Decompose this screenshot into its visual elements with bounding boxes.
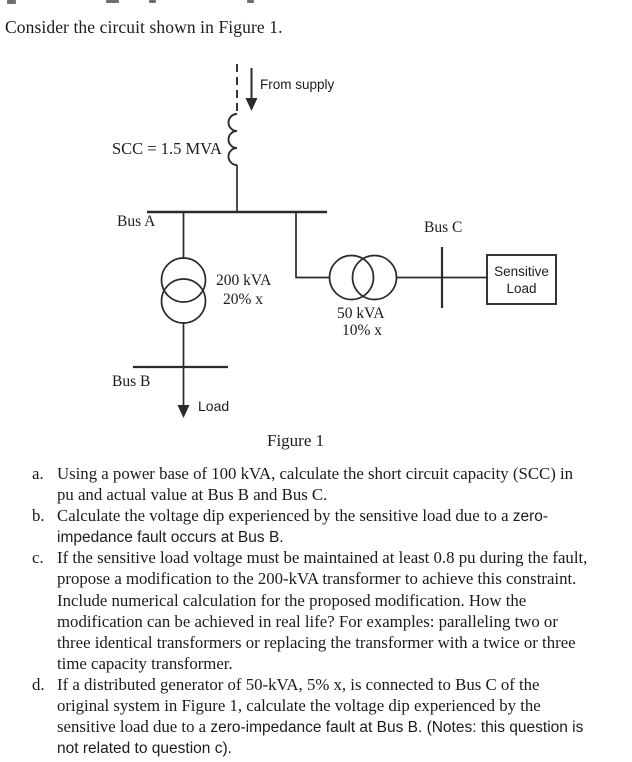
question-a-line-2: pu and actual value at Bus B and Bus C.: [57, 485, 328, 505]
clipped-text-fragment: [247, 0, 254, 3]
load-label: Load: [198, 398, 230, 414]
question-a-marker: a.: [32, 464, 44, 483]
intro-text: Consider the circuit shown in Figure 1.: [5, 17, 283, 37]
sensitive-load-text: Sensitive Load: [487, 255, 556, 304]
from-supply-label: From supply: [260, 77, 335, 92]
question-b-line-1: b. Calculate the voltage dip experienced…: [32, 506, 549, 526]
question-c-line-1: c. If the sensitive load voltage must be…: [32, 548, 588, 568]
question-d-line-1: d. If a distributed generator of 50-kVA,…: [32, 674, 540, 694]
question-c-line-4: modification can be achieved in real lif…: [57, 611, 558, 631]
sensitive-load-text-line2: Load: [506, 280, 537, 296]
transformer1-primary-circle: [160, 257, 207, 303]
transformer2-impedance-label: 10% x: [342, 322, 383, 339]
supply-arrowhead-icon: [245, 98, 258, 111]
figure-caption: Figure 1: [267, 431, 325, 450]
sensitive-load-text-line1: Sensitive: [494, 263, 549, 279]
clipped-text-fragment: [106, 0, 119, 3]
question-c-line-3: Include numerical calculation for the pr…: [57, 590, 527, 610]
transformer1-impedance-label: 20% x: [223, 291, 264, 308]
question-c-line-5: three identical transformers or replacin…: [57, 632, 576, 652]
transformer2-secondary-circle: [351, 254, 398, 301]
question-c-marker: c.: [32, 548, 44, 568]
question-b-line-2: impedance fault occurs at Bus B.: [57, 529, 284, 547]
transformer1-rating-label: 200 kVA: [216, 272, 272, 289]
bus-c-label: Bus C: [424, 219, 463, 236]
question-list: a. Using a power base of 100 kVA, calcul…: [32, 463, 628, 758]
question-b-marker: b.: [32, 506, 45, 526]
clipped-text-fragment: [149, 0, 156, 3]
source-inductor-coil: [227, 113, 238, 166]
transformer2-primary-circle: [328, 254, 375, 301]
question-d-marker: d.: [32, 674, 45, 694]
question-d-line-2: original system in Figure 1, calculate t…: [57, 696, 541, 716]
bus-a-label: Bus A: [117, 213, 156, 230]
question-d-line-3: sensitive load due to a zero-impedance f…: [57, 717, 584, 737]
load-arrowhead-icon: [177, 405, 190, 418]
scc-label: SCC = 1.5 MVA: [112, 139, 222, 158]
question-a-line-1: a. Using a power base of 100 kVA, calcul…: [32, 464, 574, 483]
bus-b-label: Bus B: [112, 373, 151, 390]
clipped-text-fragment: [7, 0, 16, 4]
question-d-line-4: not related to question c).: [57, 740, 232, 758]
transformer2-feed-line: [295, 212, 330, 279]
question-c-line-6: time capacity transformer.: [57, 653, 233, 673]
question-c-line-2: propose a modification to the 200-kVA tr…: [57, 569, 577, 589]
sensitive-load-box: [486, 254, 557, 305]
transformer1-secondary-circle: [160, 278, 207, 324]
transformer2-rating-label: 50 kVA: [337, 305, 385, 322]
